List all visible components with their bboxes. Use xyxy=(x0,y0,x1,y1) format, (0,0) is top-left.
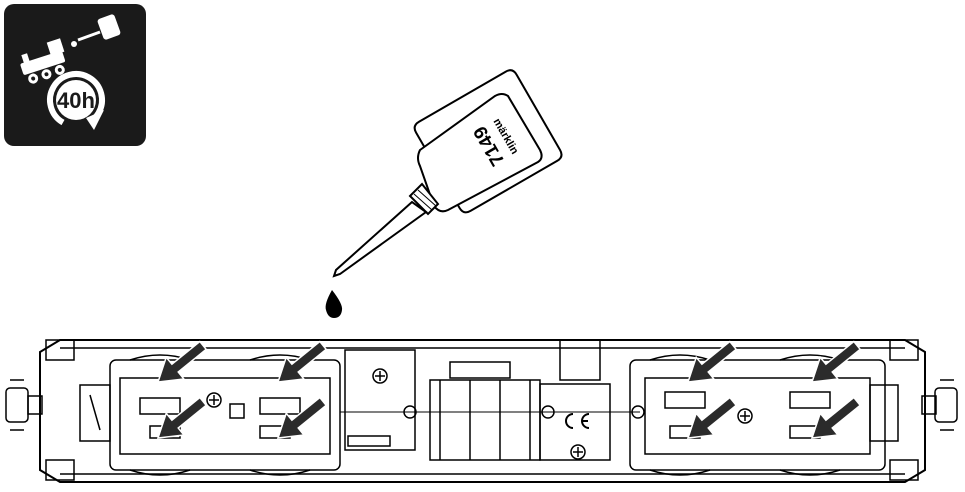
screw-icon xyxy=(737,408,753,424)
lubrication-arrow-icon xyxy=(156,340,208,383)
screw-icon xyxy=(206,392,222,408)
right-bogie xyxy=(629,354,899,476)
oil-can-icon xyxy=(71,14,121,47)
steam-locomotive-icon xyxy=(20,38,66,84)
right-coupler xyxy=(921,379,958,431)
lubrication-arrow-icon xyxy=(810,340,862,383)
lubrication-arrow-icon xyxy=(156,396,208,439)
oil-bottle-icon: märklin 7149 xyxy=(332,69,563,278)
center-section xyxy=(340,339,645,461)
screw-icon xyxy=(570,444,586,460)
rotation-arrow-icon xyxy=(47,71,105,130)
interval-label: 40h xyxy=(57,88,95,113)
lubrication-arrow-icon xyxy=(686,340,738,383)
oil-drop-icon xyxy=(325,290,343,318)
screw-icon xyxy=(372,368,388,384)
maintenance-interval-badge: 40h xyxy=(4,4,146,146)
lubrication-arrow-icon xyxy=(686,396,738,439)
left-coupler xyxy=(5,379,43,431)
lubrication-arrow-icon xyxy=(276,340,328,383)
ce-mark-icon xyxy=(565,413,590,429)
lubrication-arrow-icon xyxy=(276,396,328,439)
lubrication-arrow-icon xyxy=(810,396,862,439)
locomotive-underside xyxy=(5,339,958,483)
